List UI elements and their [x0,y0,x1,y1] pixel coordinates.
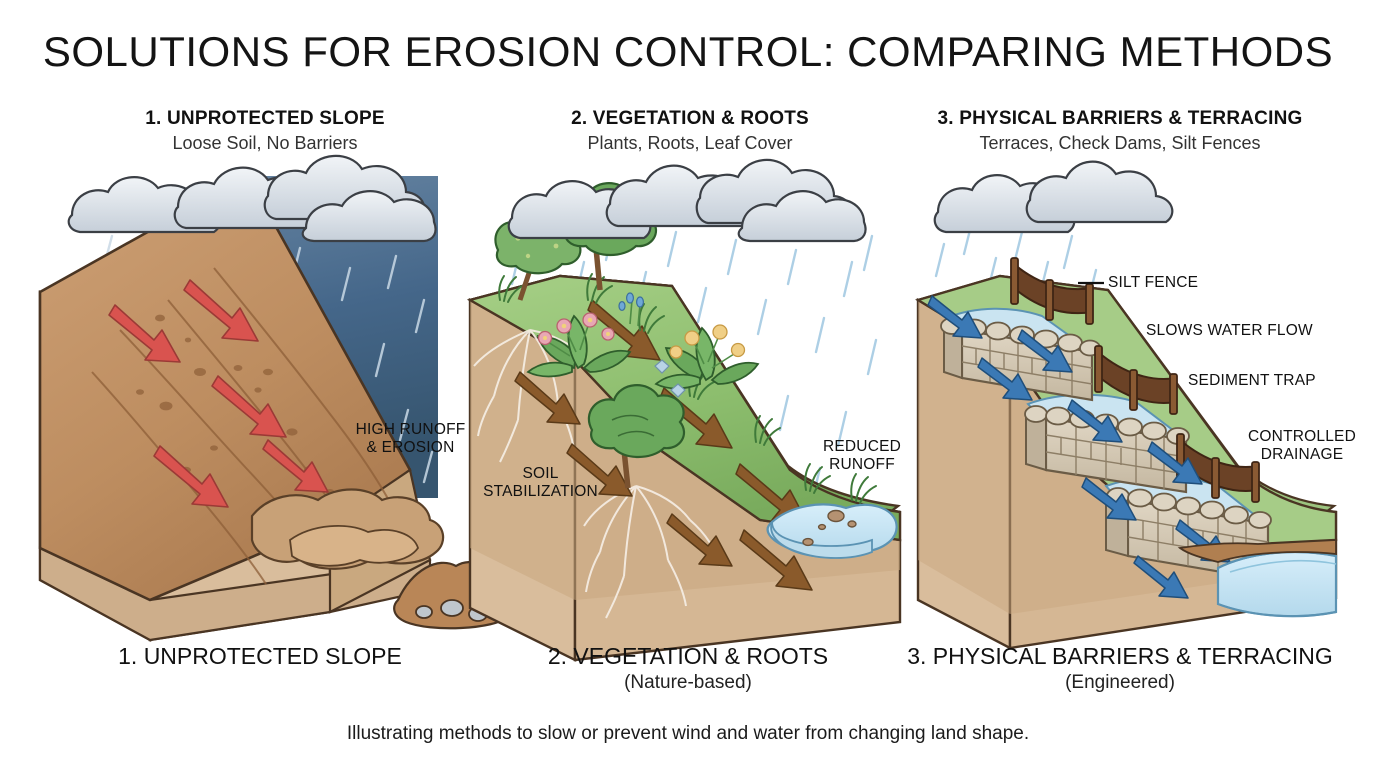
panel-3-caption-subtitle: (Engineered) [1065,672,1175,693]
panel-2-header-title: 2. VEGETATION & ROOTS [571,108,809,129]
stone-wall-2 [1024,405,1190,494]
panel-2-header: 2. VEGETATION & ROOTS Plants, Roots, Lea… [480,108,900,154]
footer-note: Illustrating methods to slow or prevent … [346,723,1030,744]
panel-1-caption-title: 1. UNPROTECTED SLOPE [118,643,402,669]
panel-1-header: 1. UNPROTECTED SLOPE Loose Soil, No Barr… [55,108,475,154]
panel-3-artwork [915,160,1338,650]
panel-2-artwork [466,158,902,662]
panel-3-header-subtitle: Terraces, Check Dams, Silt Fences [979,133,1261,153]
panel-3-header-title: 3. PHYSICAL BARRIERS & TERRACING [937,108,1303,129]
water-flow-arrows [927,295,1231,599]
page-title: SOLUTIONS FOR EROSION CONTROL: COMPARING… [42,28,1334,75]
label-reduced-runoff: REDUCED RUNOFF [822,438,902,474]
panel-3-caption-title: 3. PHYSICAL BARRIERS & TERRACING [907,643,1333,669]
panel-2-header-subtitle: Plants, Roots, Leaf Cover [587,133,793,153]
stone-wall-3 [1105,487,1272,582]
stone-wall-1 [940,317,1101,402]
panel-2-caption-subtitle: (Nature-based) [624,672,752,693]
panel-2-caption: 2. VEGETATION & ROOTS (Nature-based) [478,643,898,694]
panel-1-artwork [38,154,529,643]
panel-1-header-subtitle: Loose Soil, No Barriers [172,133,358,153]
label-soil-stabilization: SOIL STABILIZATION [483,465,598,501]
panel-1-header-title: 1. UNPROTECTED SLOPE [145,108,385,129]
panel-2-caption-title: 2. VEGETATION & ROOTS [547,643,829,669]
label-controlled-drainage: CONTROLLED DRAINAGE [1248,428,1356,464]
cloud-group-1 [67,154,437,243]
erosion-arrows [108,279,329,508]
label-silt-fence: SILT FENCE [1108,274,1199,291]
shrub-group [494,182,686,489]
panel-3-caption: 3. PHYSICAL BARRIERS & TERRACING (Engine… [905,643,1335,694]
label-slows-water-flow: SLOWS WATER FLOW [1146,322,1313,339]
flowering-plant-group [526,312,760,390]
cloud-group-2 [507,158,867,243]
label-sediment-trap: SEDIMENT TRAP [1188,372,1316,389]
label-high-runoff-erosion: HIGH RUNOFF & EROSION [355,421,466,457]
infiltration-arrows [514,299,813,591]
cloud-group-3 [933,160,1174,234]
panel-3-header: 3. PHYSICAL BARRIERS & TERRACING Terrace… [905,108,1335,154]
panel-1-caption: 1. UNPROTECTED SLOPE [50,643,470,672]
